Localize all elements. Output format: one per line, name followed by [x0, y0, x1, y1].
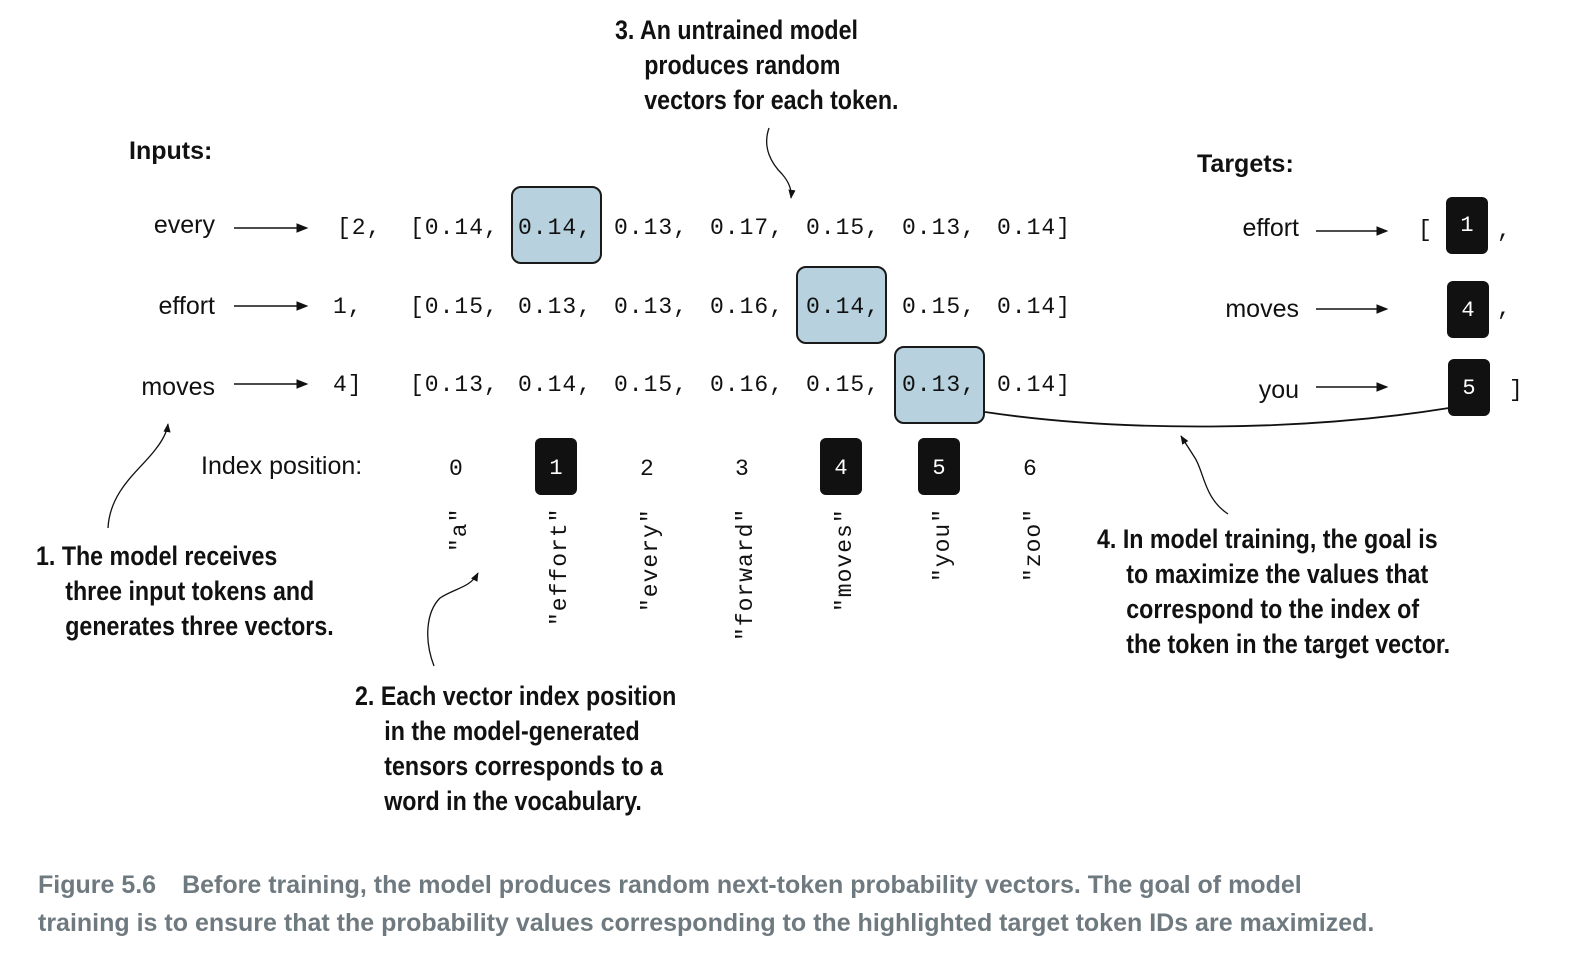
target-word: you — [1258, 376, 1299, 404]
index-position-badge: 4 — [820, 438, 862, 495]
annotation2-pointer — [427, 572, 479, 667]
annotation-2: 2. Each vector index position in the mod… — [355, 679, 676, 819]
annotation-2-line: tensors corresponds to a — [384, 751, 663, 781]
annotation-4-line: 4. In model training, the goal is — [1097, 524, 1438, 554]
figure-caption: Figure 5.6 Before training, the model pro… — [38, 866, 1374, 942]
annotation-1: 1. The model receives three input tokens… — [36, 539, 334, 644]
input-word: effort — [158, 292, 215, 320]
annotation-1-line: generates three vectors. — [65, 611, 334, 641]
annotation-4-line: the token in the target vector. — [1126, 629, 1451, 659]
vector-value: [0.14, — [410, 215, 499, 241]
input-word: moves — [141, 373, 215, 401]
highlight-row2-index4 — [796, 266, 887, 344]
vector-value: 0.14, — [518, 215, 593, 241]
annotation-4-line: correspond to the index of — [1126, 594, 1420, 624]
vocabulary-word: "zoo" — [1021, 507, 1047, 582]
vector-value: 0.13, — [902, 372, 977, 398]
vector-value: 0.14, — [518, 372, 593, 398]
target-id-badge: 4 — [1447, 281, 1489, 338]
vector-value: 0.13, — [518, 294, 593, 320]
vector-value: 0.16, — [710, 294, 785, 320]
vocabulary-word: "every" — [638, 508, 664, 612]
vocabulary-word: "effort" — [547, 507, 573, 626]
target-open-bracket: [ — [1418, 217, 1433, 243]
vector-value: 0.16, — [710, 372, 785, 398]
vector-value: 0.15, — [614, 372, 689, 398]
annotation-4-line: to maximize the values that — [1126, 559, 1429, 589]
target-word: moves — [1225, 295, 1299, 323]
annotation3-pointer — [766, 127, 796, 199]
vector-value: 0.15, — [902, 294, 977, 320]
highlight-row1-index1 — [511, 186, 602, 264]
target-id-badge: 1 — [1446, 197, 1488, 254]
annotation-3: 3. An untrained model produces random ve… — [615, 13, 898, 118]
vector-value: 0.14] — [997, 294, 1072, 320]
vector-value: [0.13, — [410, 372, 499, 398]
inputs-label: Inputs: — [129, 137, 213, 165]
annotation-2-line: in the model-generated — [384, 716, 640, 746]
index-position-badge: 1 — [535, 438, 577, 495]
index-position-badge: 5 — [918, 438, 960, 495]
input-token-id: 1, — [333, 294, 363, 320]
input-word: every — [153, 211, 215, 239]
annotation-3-line: vectors for each token. — [644, 85, 899, 115]
figure-number: Figure 5.6 — [38, 871, 157, 899]
vocabulary-word: "forward" — [733, 507, 759, 641]
index-position-number: 0 — [449, 456, 464, 482]
targets-label: Targets: — [1197, 150, 1294, 178]
annotation-1-line: three input tokens and — [65, 576, 315, 606]
target-separator: , — [1497, 296, 1512, 322]
highlight-row3-index5 — [894, 346, 985, 424]
vector-value: 0.14, — [806, 294, 881, 320]
target-separator: , — [1497, 218, 1512, 244]
vocabulary-word: "moves" — [832, 508, 858, 612]
vector-value: [0.15, — [410, 294, 499, 320]
index-position-number: 2 — [640, 456, 655, 482]
vector-value: 0.13, — [614, 294, 689, 320]
vector-value: 0.13, — [902, 215, 977, 241]
annotation-3-line: 3. An untrained model — [615, 15, 858, 45]
caption-line: Before training, the model produces rand… — [182, 871, 1302, 899]
annotation1-pointer — [107, 423, 171, 529]
annotation-1-line: 1. The model receives — [36, 541, 278, 571]
vector-value: 0.13, — [614, 215, 689, 241]
vector-value: 0.14] — [997, 372, 1072, 398]
annotation-4: 4. In model training, the goal is to max… — [1097, 522, 1450, 662]
vector-value: 0.15, — [806, 372, 881, 398]
annotation-2-line: 2. Each vector index position — [355, 681, 677, 711]
caption-line: training is to ensure that the probabili… — [38, 909, 1375, 937]
vector-value: 0.15, — [806, 215, 881, 241]
annotation-2-line: word in the vocabulary. — [384, 786, 642, 816]
target-id-badge: 5 — [1448, 359, 1490, 416]
index-position-label: Index position: — [201, 452, 363, 480]
vocabulary-word: "a" — [447, 507, 473, 552]
input-token-id: 4] — [333, 372, 363, 398]
index-position-number: 3 — [735, 456, 750, 482]
index-position-number: 6 — [1023, 456, 1038, 482]
input-token-id: [2, — [337, 215, 382, 241]
vocabulary-word: "you" — [930, 507, 956, 582]
target-word: effort — [1242, 214, 1299, 242]
vector-value: 0.17, — [710, 215, 785, 241]
annotation-3-line: produces random — [644, 50, 841, 80]
annotation4-pointer — [1180, 435, 1229, 515]
vector-value: 0.14] — [997, 215, 1072, 241]
target-close-bracket: ] — [1509, 377, 1524, 403]
target-connector-curve — [984, 407, 1450, 428]
